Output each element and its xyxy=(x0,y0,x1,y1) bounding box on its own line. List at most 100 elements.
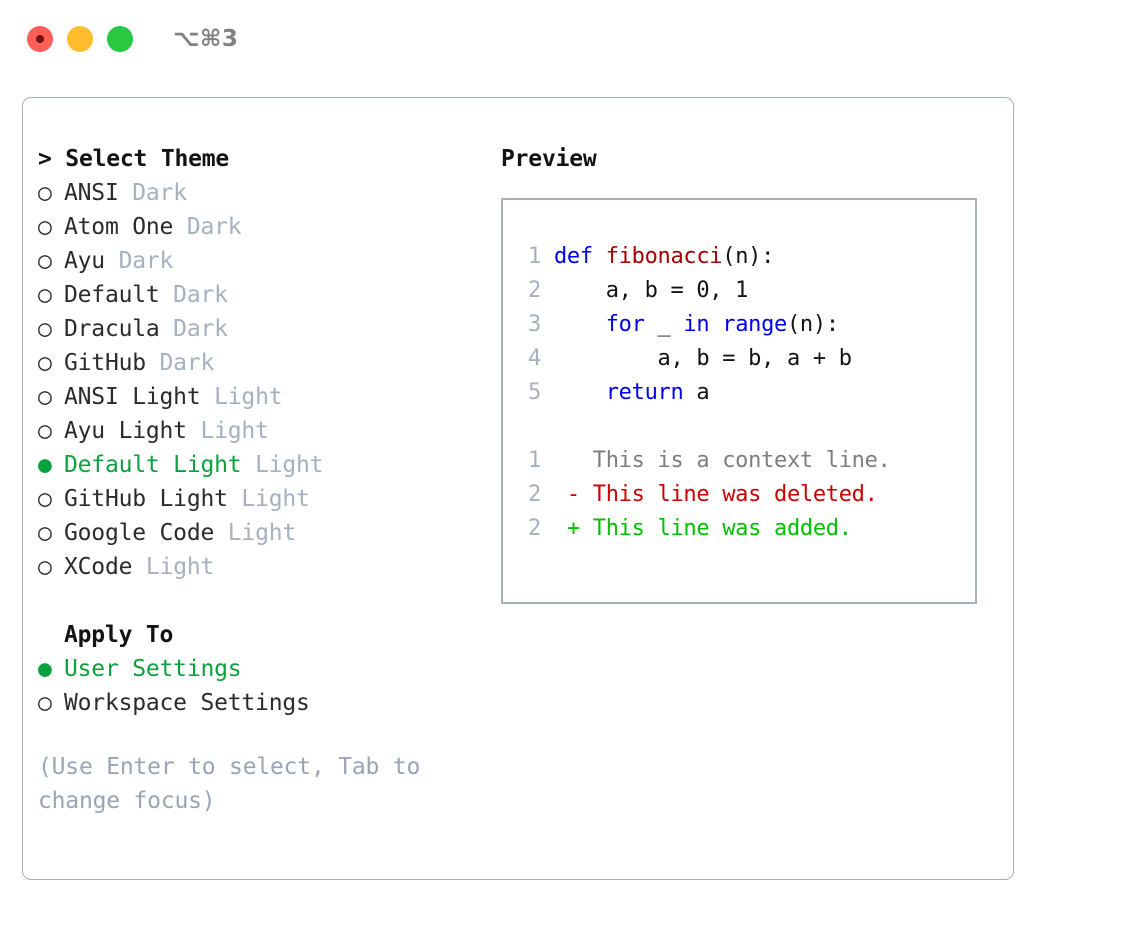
theme-category-tag: Dark xyxy=(159,316,228,342)
close-window-icon[interactable] xyxy=(27,26,53,52)
radio-selected-icon: ● xyxy=(38,452,52,478)
minimize-window-icon[interactable] xyxy=(67,26,93,52)
theme-name: GitHub xyxy=(64,350,146,376)
theme-category-tag: Light xyxy=(241,452,324,478)
line-number-gap xyxy=(541,346,554,371)
line-number: 2 xyxy=(528,482,541,507)
code-token: for xyxy=(553,312,658,337)
code-token: range xyxy=(722,312,787,337)
code-token: _ xyxy=(657,312,684,337)
theme-name: Ayu xyxy=(64,248,105,274)
line-number-gap xyxy=(541,312,554,337)
theme-category-tag: Light xyxy=(214,520,297,546)
code-line: 3 for _ in range(n): xyxy=(519,308,975,342)
theme-category-tag: Dark xyxy=(118,180,187,206)
theme-category-tag: Light xyxy=(200,384,283,410)
code-line: 4 a, b = b, a + b xyxy=(519,342,975,376)
theme-list-item[interactable]: ○Atom One Dark xyxy=(38,210,478,244)
maximize-window-icon[interactable] xyxy=(107,26,133,52)
title-bar: ⌥⌘3 xyxy=(0,0,1140,78)
code-token: (n): xyxy=(722,244,775,269)
theme-list-item[interactable]: ○ ANSI Dark xyxy=(38,176,478,210)
theme-list-item[interactable]: ○ GitHub Dark xyxy=(38,346,478,380)
apply-to-item[interactable]: ● User Settings xyxy=(38,652,478,686)
diff-sample: 1 This is a context line.2 - This line w… xyxy=(519,444,975,546)
keyboard-shortcut-label: ⌥⌘3 xyxy=(173,26,239,52)
theme-selection-column: > Select Theme ○ANSI Dark○Atom One Dark○… xyxy=(38,142,478,818)
diff-line: 2 + This line was added. xyxy=(519,512,975,546)
keyboard-hint-text: (Use Enter to select, Tab to change focu… xyxy=(38,754,421,814)
code-token: a, b = b, a + b xyxy=(553,346,853,371)
code-token: (n): xyxy=(786,312,839,337)
close-dot-icon xyxy=(36,35,44,43)
select-theme-header: > Select Theme xyxy=(38,146,230,172)
radio-selected-icon: ● xyxy=(38,656,52,682)
apply-to-label: Workspace Settings xyxy=(64,690,310,716)
line-number: 2 xyxy=(528,516,541,541)
radio-unselected-icon: ○ xyxy=(38,350,52,376)
theme-name: Atom One xyxy=(64,214,174,240)
theme-list[interactable]: ○ANSI Dark○Atom One Dark○Ayu Dark○Defaul… xyxy=(38,176,478,584)
apply-to-item[interactable]: ○ Workspace Settings xyxy=(38,686,478,720)
code-token: fibonacci xyxy=(605,244,723,269)
list-spacer xyxy=(38,584,478,618)
apply-to-list[interactable]: ● User Settings ○ Workspace Settings xyxy=(38,652,478,720)
code-token: a xyxy=(696,380,710,405)
theme-category-tag: Light xyxy=(132,554,215,580)
radio-unselected-icon: ○ xyxy=(38,384,52,410)
preview-title: Preview xyxy=(501,146,597,172)
theme-category-tag: Light xyxy=(227,486,310,512)
theme-name: ANSI xyxy=(64,180,119,206)
radio-unselected-icon: ○ xyxy=(38,282,52,308)
theme-name: Google Code xyxy=(64,520,215,546)
theme-list-item[interactable]: ○Dracula Dark xyxy=(38,312,478,346)
theme-name: ANSI Light xyxy=(64,384,201,410)
line-number: 1 xyxy=(528,448,541,473)
line-number-gap xyxy=(541,278,554,303)
theme-name: Default xyxy=(64,282,160,308)
diff-text: + This line was added. xyxy=(541,516,852,541)
diff-line: 2 - This line was deleted. xyxy=(519,478,975,512)
radio-unselected-icon: ○ xyxy=(38,180,52,206)
code-diff-gap xyxy=(519,410,975,444)
theme-category-tag: Dark xyxy=(145,350,215,376)
line-number: 3 xyxy=(528,312,541,337)
apply-to-label: User Settings xyxy=(64,656,242,682)
code-line: 2 a, b = 0, 1 xyxy=(519,274,975,308)
line-number-gap xyxy=(541,380,554,405)
theme-name: GitHub Light xyxy=(64,486,228,512)
theme-list-item[interactable]: ○ Default Dark xyxy=(38,278,478,312)
traffic-lights xyxy=(27,26,133,52)
radio-unselected-icon: ○ xyxy=(38,690,52,716)
radio-unselected-icon: ○ xyxy=(38,248,52,274)
theme-list-item[interactable]: ○ Ayu Light Light xyxy=(38,414,478,448)
radio-unselected-icon: ○ xyxy=(38,554,52,580)
theme-category-tag: Dark xyxy=(159,282,228,308)
theme-category-tag: Dark xyxy=(104,248,174,274)
theme-list-item[interactable]: ● Default Light Light xyxy=(38,448,478,482)
theme-name: Ayu Light xyxy=(64,418,187,444)
theme-category-tag: Light xyxy=(186,418,269,444)
code-token: def xyxy=(553,244,606,269)
theme-list-item[interactable]: ○ ANSI Light Light xyxy=(38,380,478,414)
theme-list-item[interactable]: ○ GitHub Light Light xyxy=(38,482,478,516)
diff-line: 1 This is a context line. xyxy=(519,444,975,478)
code-line: 1 def fibonacci(n): xyxy=(519,240,975,274)
theme-list-item[interactable]: ○ XCode Light xyxy=(38,550,478,584)
radio-unselected-icon: ○ xyxy=(38,486,52,512)
theme-name: XCode xyxy=(64,554,133,580)
radio-unselected-icon: ○ xyxy=(38,418,52,444)
code-token: return xyxy=(553,380,697,405)
theme-category-tag: Dark xyxy=(173,214,242,240)
line-number: 4 xyxy=(528,346,541,371)
code-token: a, b = 0, 1 xyxy=(553,278,749,303)
main-panel: > Select Theme ○ANSI Dark○Atom One Dark○… xyxy=(22,97,1014,880)
theme-list-item[interactable]: ○ Ayu Dark xyxy=(38,244,478,278)
theme-name: Default Light xyxy=(64,452,242,478)
theme-name: Dracula xyxy=(64,316,160,342)
diff-text: - This line was deleted. xyxy=(541,482,878,507)
theme-list-item[interactable]: ○Google Code Light xyxy=(38,516,478,550)
